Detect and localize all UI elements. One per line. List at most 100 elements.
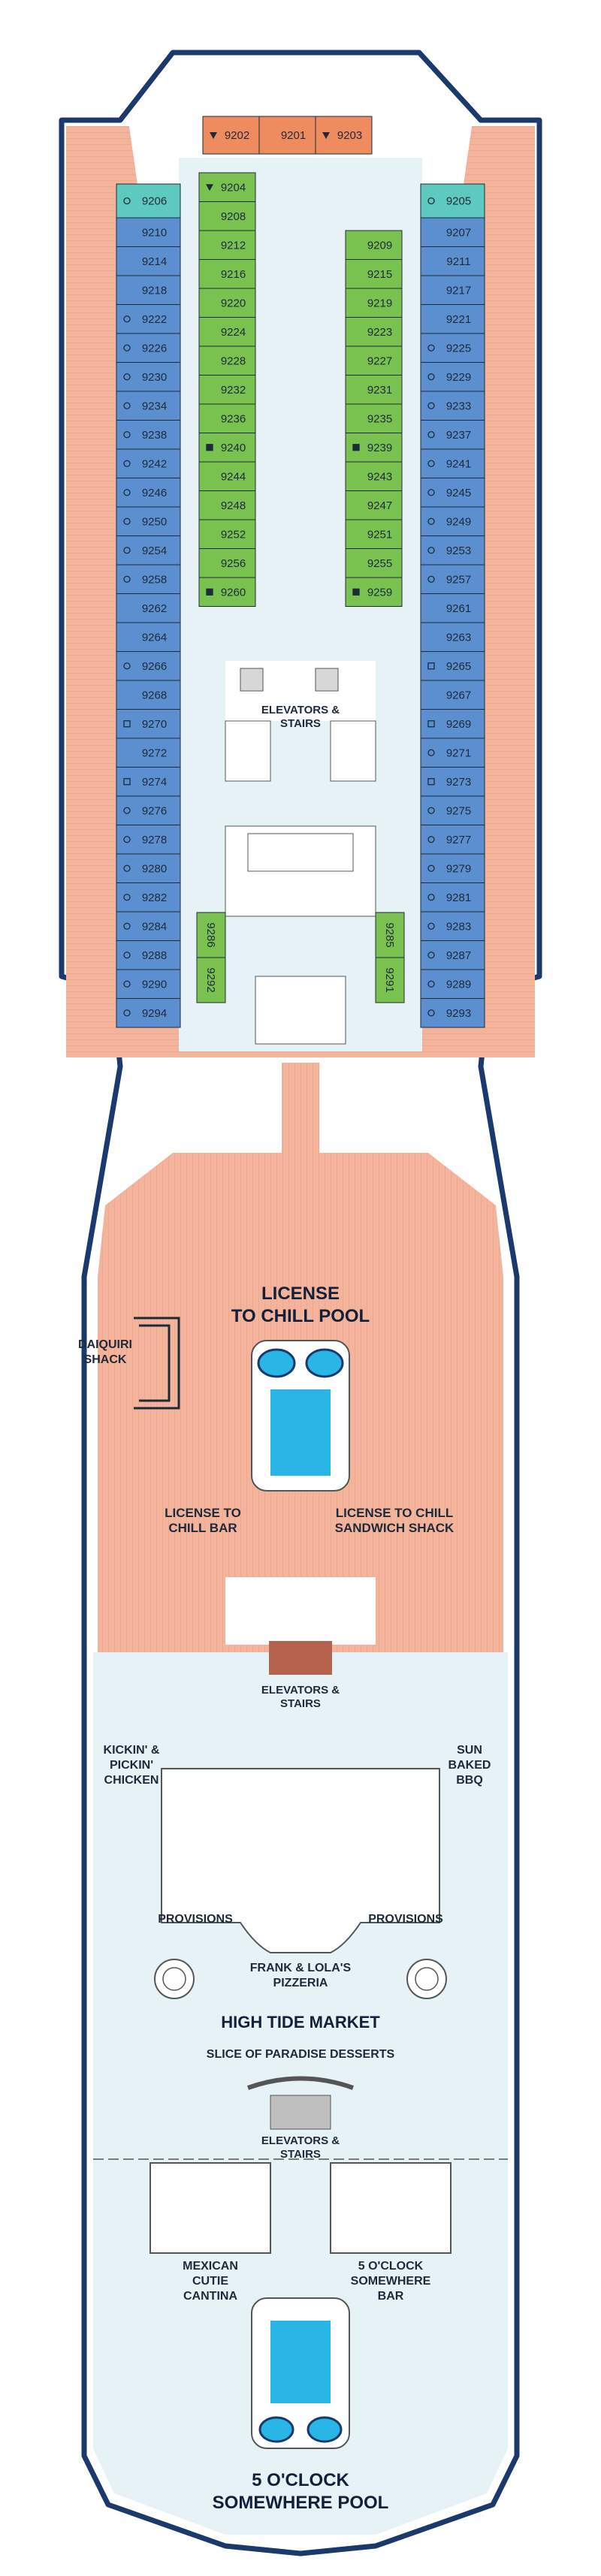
cabin-9212-box[interactable] [198,230,256,260]
cabin-9255[interactable]: 9255 [345,548,403,578]
cabin-9292-box[interactable] [196,957,226,1003]
cabin-9223[interactable]: 9223 [345,317,403,347]
cabin-9240-box[interactable] [198,433,256,463]
cabin-9248[interactable]: 9248 [198,490,256,520]
cabin-9238[interactable]: 9238 [116,420,181,450]
cabin-9257-box[interactable] [420,564,485,594]
cabin-9252[interactable]: 9252 [198,519,256,549]
cabin-9246[interactable]: 9246 [116,478,181,508]
cabin-9216-box[interactable] [198,259,256,289]
cabin-9257[interactable]: 9257 [420,564,485,594]
cabin-9280-box[interactable] [116,853,181,883]
cabin-9232-box[interactable] [198,375,256,405]
cabin-9244-box[interactable] [198,461,256,491]
cabin-9260[interactable]: 9260 [198,577,256,607]
cabin-9224[interactable]: 9224 [198,317,256,347]
cabin-9215-box[interactable] [345,259,403,289]
cabin-9211[interactable]: 9211 [420,246,485,276]
cabin-9210-box[interactable] [116,217,181,247]
cabin-9227-box[interactable] [345,345,403,376]
cabin-9270-box[interactable] [116,709,181,739]
cabin-9241[interactable]: 9241 [420,448,485,478]
cabin-9246-box[interactable] [116,478,181,508]
cabin-9235[interactable]: 9235 [345,403,403,433]
cabin-9216[interactable]: 9216 [198,259,256,289]
cabin-9206-box[interactable] [116,183,181,219]
cabin-9253[interactable]: 9253 [420,535,485,566]
cabin-9234-box[interactable] [116,391,181,421]
cabin-9274[interactable]: 9274 [116,767,181,797]
cabin-9256[interactable]: 9256 [198,548,256,578]
cabin-9267-box[interactable] [420,680,485,710]
cabin-9255-box[interactable] [345,548,403,578]
cabin-9279-box[interactable] [420,853,485,883]
cabin-9294[interactable]: 9294 [116,998,181,1028]
cabin-9240[interactable]: 9240 [198,433,256,463]
cabin-9281[interactable]: 9281 [420,882,485,912]
cabin-9270[interactable]: 9270 [116,709,181,739]
cabin-9273[interactable]: 9273 [420,767,485,797]
cabin-9261[interactable]: 9261 [420,593,485,623]
cabin-9264[interactable]: 9264 [116,622,181,652]
cabin-9291-box[interactable] [375,957,405,1003]
cabin-9287-box[interactable] [420,940,485,970]
cabin-9290[interactable]: 9290 [116,969,181,999]
cabin-9234[interactable]: 9234 [116,391,181,421]
cabin-9206[interactable]: 9206 [116,183,181,219]
cabin-9227[interactable]: 9227 [345,345,403,376]
cabin-9247[interactable]: 9247 [345,490,403,520]
cabin-9226-box[interactable] [116,333,181,363]
cabin-9280[interactable]: 9280 [116,853,181,883]
cabin-9256-box[interactable] [198,548,256,578]
cabin-9254[interactable]: 9254 [116,535,181,566]
cabin-9236-box[interactable] [198,403,256,433]
cabin-9233-box[interactable] [420,391,485,421]
cabin-9273-box[interactable] [420,767,485,797]
cabin-9241-box[interactable] [420,448,485,478]
cabin-9262[interactable]: 9262 [116,593,181,623]
cabin-9203[interactable]: 9203 [315,116,373,155]
cabin-9232[interactable]: 9232 [198,375,256,405]
cabin-9274-box[interactable] [116,767,181,797]
cabin-9294-box[interactable] [116,998,181,1028]
cabin-9259[interactable]: 9259 [345,577,403,607]
cabin-9277[interactable]: 9277 [420,825,485,855]
cabin-9283[interactable]: 9283 [420,911,485,941]
cabin-9204[interactable]: 9204 [198,172,256,202]
cabin-9201[interactable]: 9201 [258,116,316,155]
cabin-9239[interactable]: 9239 [345,433,403,463]
cabin-9237[interactable]: 9237 [420,420,485,450]
cabin-9238-box[interactable] [116,420,181,450]
cabin-9293[interactable]: 9293 [420,998,485,1028]
cabin-9271[interactable]: 9271 [420,738,485,768]
cabin-9221[interactable]: 9221 [420,304,485,334]
cabin-9220-box[interactable] [198,288,256,318]
cabin-9243-box[interactable] [345,461,403,491]
cabin-9218[interactable]: 9218 [116,275,181,305]
cabin-9279[interactable]: 9279 [420,853,485,883]
cabin-9225[interactable]: 9225 [420,333,485,363]
cabin-9254-box[interactable] [116,535,181,566]
cabin-9205-box[interactable] [420,183,485,219]
cabin-9209[interactable]: 9209 [345,230,403,260]
cabin-9224-box[interactable] [198,317,256,347]
cabin-9245[interactable]: 9245 [420,478,485,508]
cabin-9268[interactable]: 9268 [116,680,181,710]
cabin-9221-box[interactable] [420,304,485,334]
cabin-9265-box[interactable] [420,651,485,681]
cabin-9226[interactable]: 9226 [116,333,181,363]
cabin-9282-box[interactable] [116,882,181,912]
cabin-9278[interactable]: 9278 [116,825,181,855]
cabin-9233[interactable]: 9233 [420,391,485,421]
cabin-9266[interactable]: 9266 [116,651,181,681]
cabin-9245-box[interactable] [420,478,485,508]
cabin-9249-box[interactable] [420,506,485,536]
cabin-9262-box[interactable] [116,593,181,623]
cabin-9223-box[interactable] [345,317,403,347]
cabin-9272-box[interactable] [116,738,181,768]
cabin-9269[interactable]: 9269 [420,709,485,739]
cabin-9285[interactable]: 9285 [375,912,405,958]
cabin-9286-box[interactable] [196,912,226,958]
cabin-9282[interactable]: 9282 [116,882,181,912]
cabin-9208-box[interactable] [198,201,256,231]
